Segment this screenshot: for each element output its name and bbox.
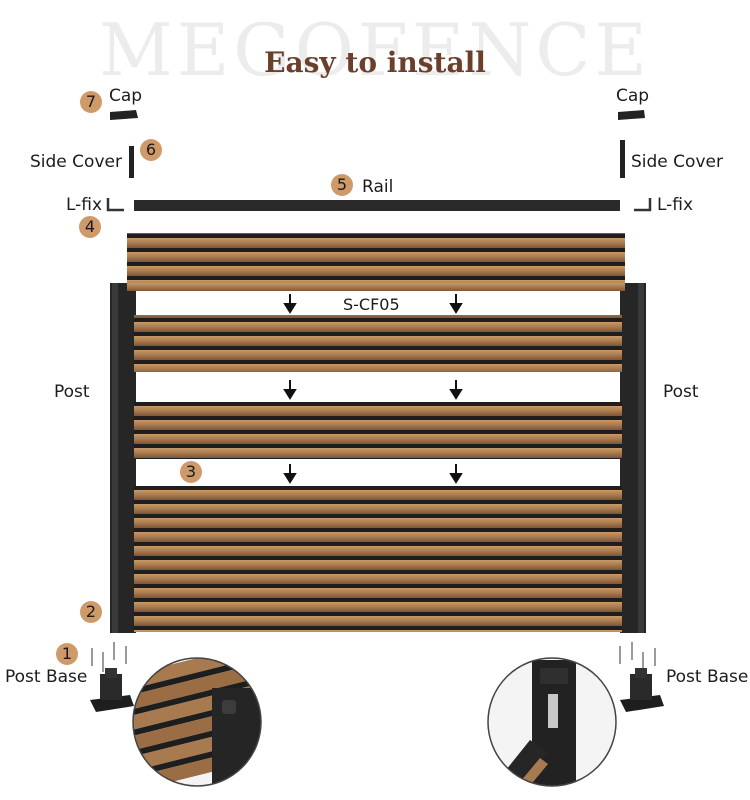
post-base-left-label: Post Base [5,667,88,687]
post-base-right-part [620,668,664,712]
cap-right-label: Cap [616,86,650,106]
detail-circle-left [132,657,262,787]
post-base-left-part [90,668,134,712]
rail-part [134,200,620,211]
page-title: Easy to install [264,46,486,79]
lfix-right-part [634,198,652,212]
lfix-left-label: L-fix [66,195,103,215]
screws-left [91,642,127,672]
step-3-badge: 3 [180,461,202,483]
post-left-label: Post [54,382,90,402]
step-7-badge: 7 [80,91,102,113]
slat-group-1 [134,315,622,372]
rail-label: Rail [362,177,394,197]
lfix-left-part [106,198,124,212]
slat-group-2 [134,402,622,459]
slat-model-label: S-CF05 [339,295,404,314]
post-base-right-label: Post Base [666,667,749,687]
lfix-right-label: L-fix [657,195,694,215]
detail-circle-right [487,657,617,787]
cap-right-part [618,110,645,120]
side-cover-right-label: Side Cover [631,152,723,172]
cap-left-label: Cap [109,86,143,106]
post-right-label: Post [663,382,699,402]
side-cover-right-part [620,140,625,178]
step-2-badge: 2 [80,601,102,623]
step-4-badge: 4 [79,216,101,238]
down-arrow-group [283,294,463,484]
cap-left-part [110,110,138,120]
step-5-badge: 5 [331,174,353,196]
screws-right [619,642,656,672]
top-slat-block [127,233,625,285]
step-6-badge: 6 [140,139,162,161]
side-cover-left-part [129,146,134,178]
step-1-badge: 1 [56,643,78,665]
side-cover-left-label: Side Cover [30,152,122,172]
slat-group-3 [134,486,622,632]
brand-watermark: MEGOFENCE [99,8,651,92]
